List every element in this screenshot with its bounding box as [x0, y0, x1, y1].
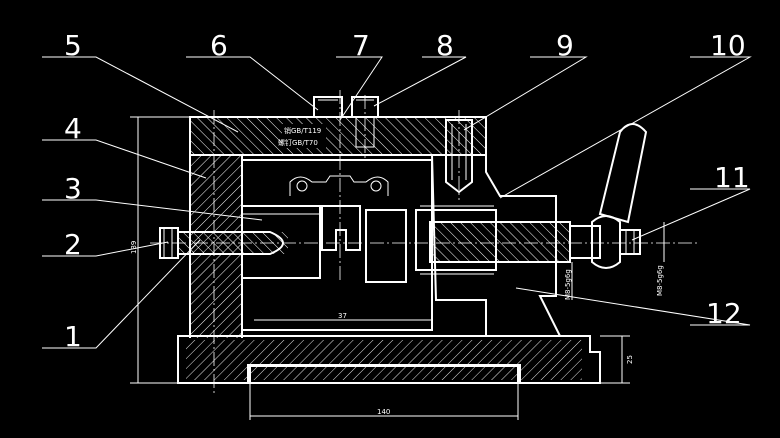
balloon-1: 1 — [64, 320, 82, 353]
balloon-3: 3 — [64, 172, 82, 205]
balloon-11: 11 — [714, 161, 750, 194]
jaw-right — [365, 209, 407, 283]
part-text-a: 销GB/T119 — [284, 126, 321, 135]
pin-part-9 — [445, 119, 473, 194]
dim-inner-width: 37 — [338, 312, 347, 320]
lever-handle — [598, 123, 648, 224]
dim-base-width: 140 — [377, 408, 390, 416]
balloon-6: 6 — [210, 29, 228, 62]
dim-foot-height: 25 — [626, 355, 634, 364]
screw-right — [429, 215, 641, 269]
dim-total-height: 139 — [130, 241, 138, 254]
top-cover — [189, 116, 487, 156]
balloon-12: 12 — [706, 297, 742, 330]
center-lines — [150, 90, 700, 395]
balloon-2: 2 — [64, 228, 82, 261]
balloon-9: 9 — [556, 29, 574, 62]
dim-thread-center: M8-5g6g — [564, 269, 572, 300]
balloon-4: 4 — [64, 112, 82, 145]
leader-lines — [42, 56, 752, 349]
balloon-5: 5 — [64, 29, 82, 62]
balloon-8: 8 — [436, 29, 454, 62]
part-text-b: 螺钉GB/T70 — [278, 138, 318, 147]
dimension-lines — [130, 116, 665, 420]
balloon-7: 7 — [352, 29, 370, 62]
dim-thread-right: M8-5g6g — [656, 265, 664, 296]
jaw-center — [321, 205, 361, 251]
balloon-10: 10 — [710, 29, 746, 62]
base-body — [177, 335, 601, 384]
